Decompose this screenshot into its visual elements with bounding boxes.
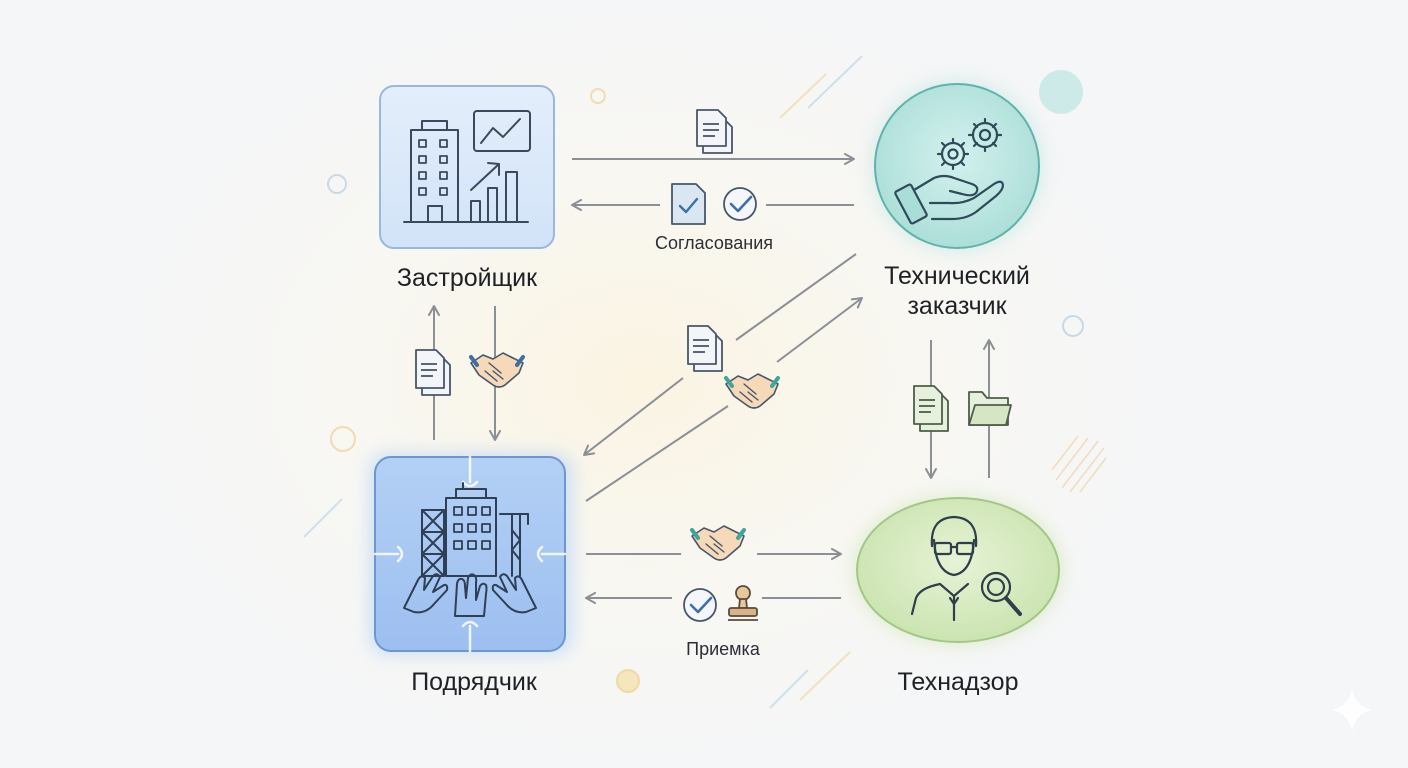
approvals-label: Согласования	[654, 233, 774, 253]
construction-building-hands-icon	[403, 482, 537, 617]
handshake-icon	[690, 525, 746, 561]
folder-icon	[968, 391, 1012, 426]
edge-tech-customer-to-contractor	[583, 253, 857, 456]
document-icon	[696, 109, 733, 154]
hand-with-gears-icon	[894, 117, 1005, 225]
supervision-node	[852, 494, 1064, 646]
tech-customer-label-line1: Технический	[884, 262, 1030, 290]
technical-customer-node	[869, 78, 1045, 254]
document-icon	[687, 325, 723, 372]
edge-tech-customer-to-developer	[571, 183, 854, 225]
handshake-icon	[724, 373, 780, 409]
approved-document-icon	[671, 183, 706, 225]
office-building-chart-icon	[403, 110, 531, 223]
tech-customer-label-line2: заказчик	[907, 292, 1007, 320]
edge-contractor-to-tech-customer	[585, 297, 863, 502]
handshake-icon	[469, 352, 525, 388]
inspector-with-magnifier-icon	[910, 515, 1022, 622]
edge-contractor-to-supervision	[586, 525, 842, 561]
decorations	[303, 55, 1372, 732]
acceptance-label: Приемка	[686, 639, 760, 659]
developer-label: Застройщик	[396, 264, 538, 292]
edge-tech-customer-supervision	[913, 339, 1012, 479]
contractor-node	[368, 452, 574, 656]
supervision-label: Технадзор	[897, 668, 1019, 696]
contractor-label: Подрядчик	[411, 668, 537, 696]
stamp-icon	[728, 585, 758, 621]
checkmark-circle-icon	[723, 187, 757, 221]
checkmark-circle-icon	[683, 588, 717, 622]
edge-supervision-to-contractor	[585, 585, 841, 622]
developer-node	[379, 85, 555, 249]
document-icon	[913, 385, 949, 432]
document-icon	[415, 349, 451, 396]
edge-developer-contractor	[415, 305, 525, 441]
edge-developer-to-tech-customer	[572, 109, 855, 165]
